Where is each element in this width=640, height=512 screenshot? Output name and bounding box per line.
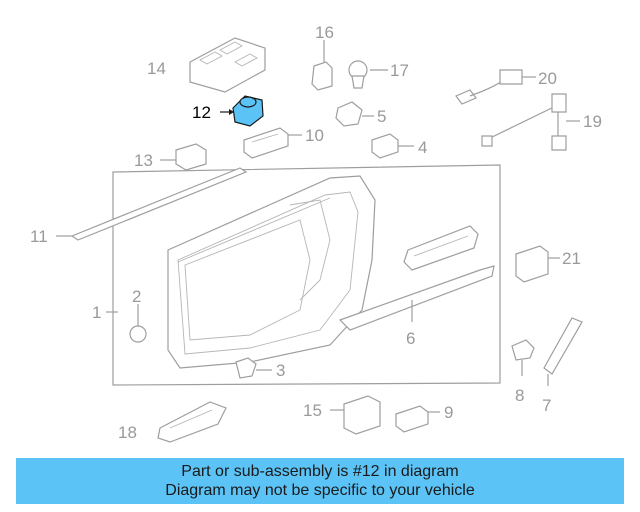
part-3	[235, 357, 272, 379]
handle-18	[157, 401, 227, 443]
callout-17: 17	[390, 61, 409, 80]
info-banner: Part or sub-assembly is #12 in diagram D…	[16, 458, 624, 504]
handle-6	[338, 225, 495, 331]
strip-11	[56, 167, 248, 241]
callout-16: 16	[315, 23, 334, 42]
cable-19	[481, 93, 580, 151]
callout-15: 15	[303, 401, 322, 420]
callout-4: 4	[418, 138, 428, 157]
switch-15	[330, 395, 381, 435]
clip-8	[511, 339, 535, 376]
clip-4	[371, 133, 414, 159]
callout-10: 10	[305, 126, 324, 145]
clip-13	[160, 143, 207, 171]
callout-8: 8	[515, 386, 525, 405]
callout-21: 21	[562, 249, 581, 268]
callout-3: 3	[276, 361, 286, 380]
strip-7	[543, 317, 583, 386]
callout-11: 11	[30, 227, 48, 246]
callout-5: 5	[377, 107, 387, 126]
part-2	[129, 304, 147, 343]
callout-9: 9	[444, 403, 454, 422]
door-trim-panel	[167, 175, 376, 369]
banner-line-2: Diagram may not be specific to your vehi…	[165, 482, 475, 499]
clip-17	[348, 60, 388, 89]
switch-10	[243, 127, 302, 159]
cable-20	[455, 69, 536, 105]
banner-line-1: Part or sub-assembly is #12 in diagram	[181, 463, 459, 480]
pin-16	[311, 40, 333, 91]
callout-18: 18	[118, 423, 137, 442]
switch-9	[395, 405, 440, 433]
callout-20: 20	[538, 69, 557, 88]
callout-14: 14	[147, 59, 166, 78]
switch-assembly-14	[189, 37, 266, 93]
parts-diagram	[56, 37, 583, 443]
callout-1: 1	[92, 303, 102, 322]
callout-2: 2	[132, 287, 142, 306]
callout-19: 19	[583, 112, 602, 131]
module-21	[515, 245, 560, 283]
callout-7: 7	[542, 396, 552, 415]
mirror-switch-12	[220, 95, 264, 127]
callout-12: 12	[192, 103, 211, 122]
clip-5	[335, 101, 374, 127]
callout-13: 13	[134, 151, 153, 170]
door-panel-box	[112, 164, 501, 386]
callout-6: 6	[406, 329, 416, 348]
